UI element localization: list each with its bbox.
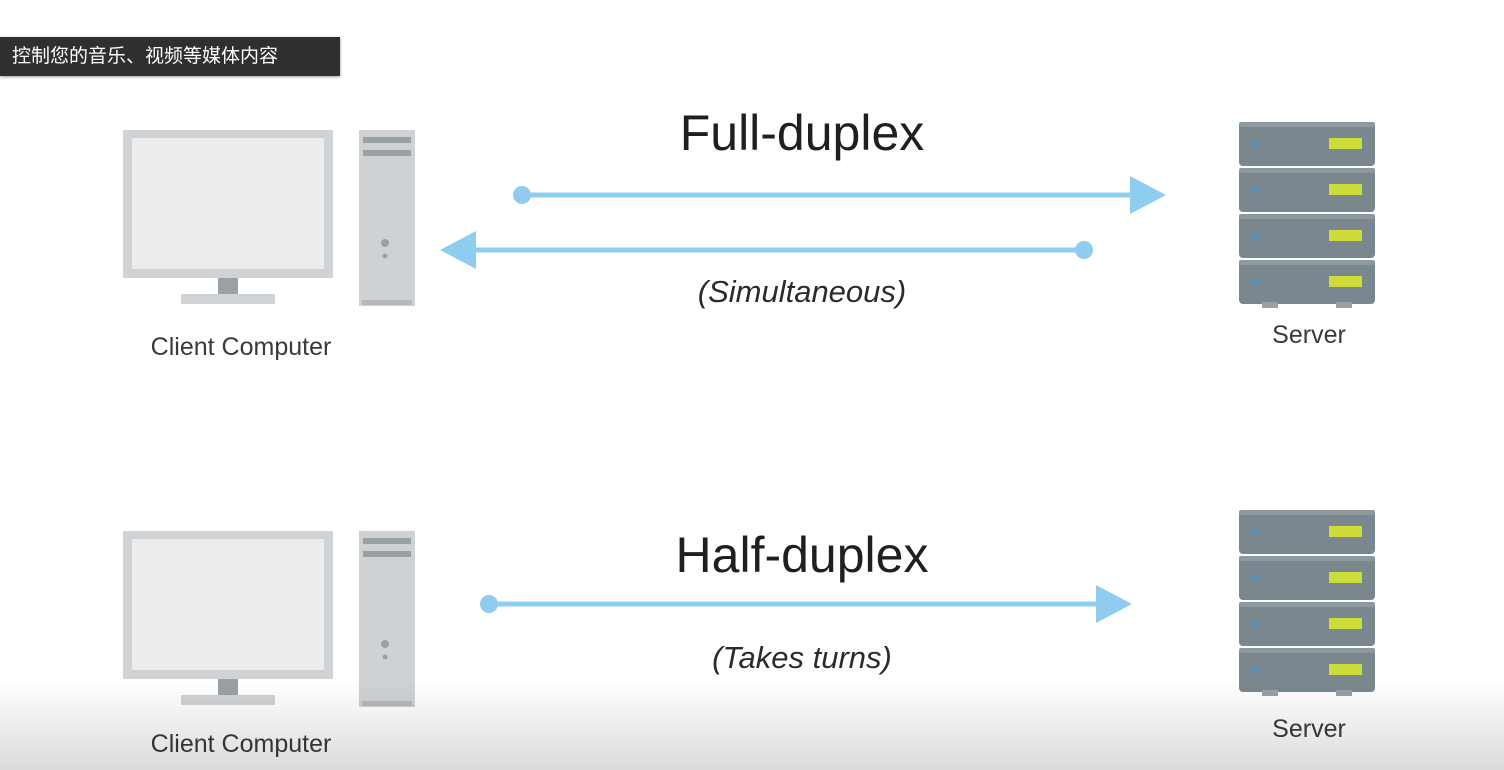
full-duplex-server-icon: [1239, 122, 1375, 308]
half-duplex-server-icon: [1239, 510, 1375, 696]
half-duplex-subtitle: (Takes turns): [712, 640, 892, 675]
full-duplex-client-label: Client Computer: [151, 333, 332, 361]
full-duplex-subtitle: (Simultaneous): [698, 274, 906, 309]
full-duplex-arrow-to-server: [513, 176, 1166, 214]
full-duplex-arrow-to-client: [440, 231, 1093, 269]
half-duplex-client-label: Client Computer: [151, 730, 332, 758]
full-duplex-title: Full-duplex: [680, 105, 925, 161]
half-duplex-arrow-to-server: [480, 585, 1132, 623]
half-duplex-client-computer-icon: [123, 531, 415, 707]
full-duplex-section: Client Computer Full-duplex (Simultaneou…: [123, 105, 1375, 361]
half-duplex-title: Half-duplex: [676, 527, 929, 583]
full-duplex-server-label: Server: [1272, 321, 1346, 349]
half-duplex-section: Client Computer Half-duplex (Takes turns…: [123, 510, 1375, 758]
media-control-tooltip: 控制您的音乐、视频等媒体内容: [0, 37, 340, 76]
half-duplex-server-label: Server: [1272, 715, 1346, 743]
full-duplex-client-computer-icon: [123, 130, 415, 306]
